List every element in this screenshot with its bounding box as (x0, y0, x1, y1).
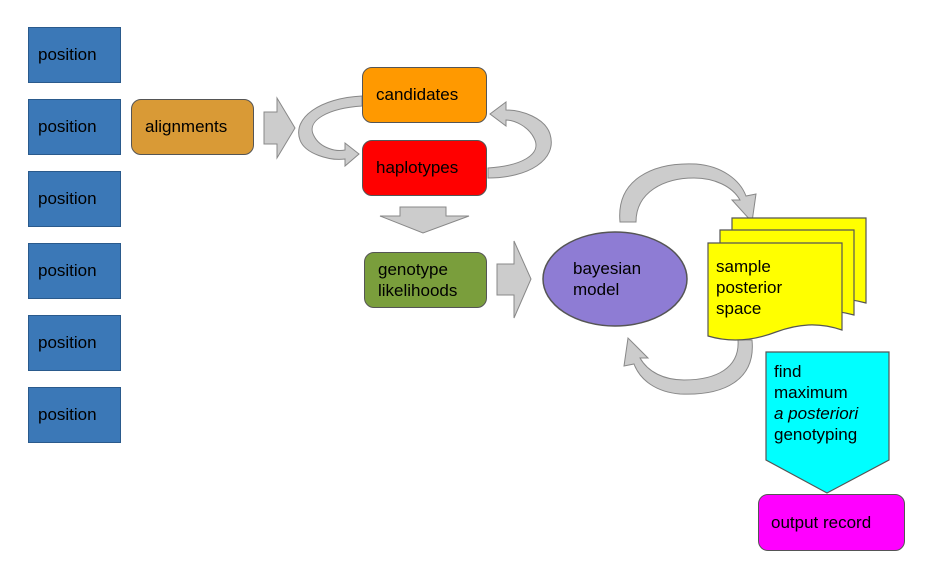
output-record-node: output record (758, 494, 905, 551)
alignments-node: alignments (131, 99, 254, 155)
sample-posterior-space-label: sample posterior space (716, 256, 782, 319)
find-map-line-3: a posteriori (774, 404, 859, 423)
block-arrow-right-2 (496, 240, 532, 319)
bayesian-model-label: bayesian model (573, 258, 641, 300)
position-label: position (38, 117, 97, 136)
curved-arrow-candidates-to-haplotypes (298, 95, 363, 168)
bayesian-model-line-1: bayesian (573, 259, 642, 278)
position-box-3: position (28, 171, 121, 227)
find-map-line-1: find (774, 362, 802, 381)
curved-arrow-samples-to-model (623, 336, 753, 395)
position-box-5: position (28, 315, 121, 371)
alignments-label: alignments (145, 117, 228, 136)
position-box-6: position (28, 387, 121, 443)
sample-posterior-line-3: space (716, 299, 762, 318)
find-map-genotyping-label: find maximum a posteriori genotyping (774, 361, 858, 445)
position-box-2: position (28, 99, 121, 155)
bayesian-model-node (542, 231, 688, 327)
sample-posterior-line-2: posterior (716, 278, 783, 297)
find-map-line-4: genotyping (774, 425, 858, 444)
candidates-label: candidates (376, 85, 459, 104)
curved-arrow-model-to-samples (619, 163, 757, 224)
candidates-node: candidates (362, 67, 487, 123)
block-arrow-down (379, 206, 470, 234)
haplotypes-label: haplotypes (376, 158, 459, 177)
position-label: position (38, 45, 97, 64)
find-map-genotyping-node (765, 351, 890, 494)
find-map-line-2: maximum (774, 383, 848, 402)
bayesian-model-line-2: model (573, 280, 620, 299)
position-label: position (38, 189, 97, 208)
position-label: position (38, 261, 97, 280)
genotype-likelihoods-node: genotype likelihoods (364, 252, 487, 308)
sample-posterior-space-node (707, 217, 867, 341)
sample-posterior-line-1: sample (716, 257, 771, 276)
genotype-likelihoods-line-2: likelihoods (378, 281, 458, 300)
output-record-label: output record (771, 512, 872, 532)
block-arrow-right-1 (263, 96, 296, 160)
position-label: position (38, 333, 97, 352)
document-sheet-front (707, 242, 843, 341)
position-box-1: position (28, 27, 121, 83)
position-label: position (38, 405, 97, 424)
position-box-4: position (28, 243, 121, 299)
genotype-likelihoods-line-1: genotype (378, 260, 448, 279)
haplotypes-node: haplotypes (362, 140, 487, 196)
curved-arrow-haplotypes-to-candidates (487, 101, 552, 179)
